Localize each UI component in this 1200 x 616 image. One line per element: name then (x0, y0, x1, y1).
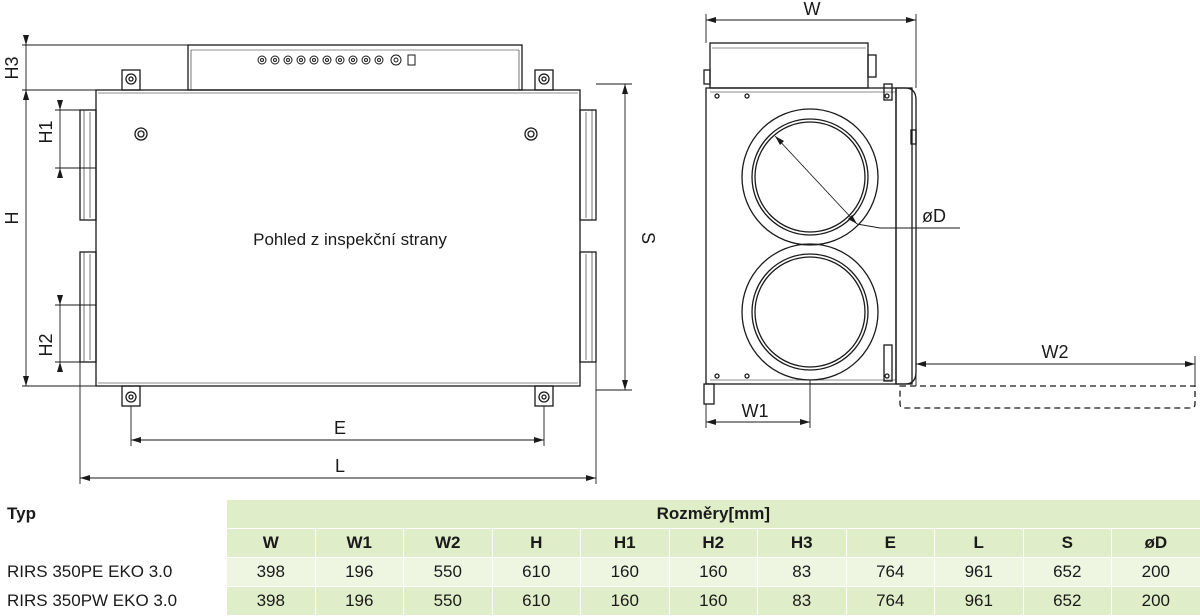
duct-connections (742, 109, 878, 380)
column-header: S (1023, 529, 1112, 558)
table-row: RIRS 350PE EKO 3.0 398 196 550 610 160 1… (1, 558, 1200, 587)
table-cell: 610 (492, 558, 581, 587)
column-header: H1 (581, 529, 670, 558)
dim-label-h2: H2 (36, 333, 56, 356)
front-dimension-lines (22, 35, 632, 484)
side-view (704, 43, 1195, 408)
table-group-header-row: Typ Rozměry[mm] (1, 500, 1200, 529)
type-column-header: Typ (1, 500, 227, 558)
table-cell: 160 (669, 587, 758, 616)
column-header: L (935, 529, 1024, 558)
column-header: H3 (758, 529, 847, 558)
table-cell: 652 (1023, 587, 1112, 616)
front-view (80, 45, 596, 406)
right-spigots (580, 110, 596, 362)
table-cell: 160 (581, 587, 670, 616)
table-cell: 550 (404, 587, 493, 616)
control-box (188, 45, 522, 90)
dim-label-w: W (804, 0, 821, 19)
cable-glands (258, 55, 415, 65)
column-header: øD (1112, 529, 1200, 558)
dim-label-h3: H3 (2, 56, 22, 79)
dim-label-w2: W2 (1042, 342, 1069, 362)
dim-label-e: E (334, 418, 346, 438)
table-cell: 200 (1112, 558, 1200, 587)
left-spigots (80, 110, 96, 362)
table-cell: 961 (935, 558, 1024, 587)
dim-label-h: H (2, 212, 22, 225)
table-cell: 196 (315, 558, 404, 587)
side-dimension-lines (706, 14, 1195, 428)
model-name: RIRS 350PE EKO 3.0 (1, 558, 227, 587)
dim-label-h1: H1 (36, 120, 56, 143)
table-cell: 196 (315, 587, 404, 616)
table-cell: 764 (846, 587, 935, 616)
dim-label-s: S (638, 232, 658, 244)
table-cell: 610 (492, 587, 581, 616)
model-name: RIRS 350PW EKO 3.0 (1, 587, 227, 616)
column-header: H2 (669, 529, 758, 558)
dim-label-w1: W1 (742, 401, 769, 421)
table-cell: 160 (581, 558, 670, 587)
table-cell: 398 (227, 558, 316, 587)
table-cell: 160 (669, 558, 758, 587)
table-cell: 398 (227, 587, 316, 616)
technical-drawing: H3 H H1 H2 S E L W W1 W2 øD Pohled z ins… (0, 0, 1200, 500)
table-cell: 764 (846, 558, 935, 587)
column-header: W (227, 529, 316, 558)
table-row: RIRS 350PW EKO 3.0 398 196 550 610 160 1… (1, 587, 1200, 616)
table-cell: 961 (935, 587, 1024, 616)
table-cell: 200 (1112, 587, 1200, 616)
dim-label-diameter: øD (922, 206, 946, 226)
column-header: H (492, 529, 581, 558)
side-body (706, 88, 912, 384)
arrowheads (23, 17, 1195, 481)
column-header: E (846, 529, 935, 558)
table-cell: 652 (1023, 558, 1112, 587)
dim-label-l: L (335, 456, 345, 476)
dimensions-table: Typ Rozměry[mm] W W1 W2 H H1 H2 H3 E L S… (0, 499, 1200, 616)
table-cell: 83 (758, 587, 847, 616)
table-cell: 83 (758, 558, 847, 587)
column-header: W2 (404, 529, 493, 558)
view-caption: Pohled z inspekční strany (253, 230, 447, 249)
table-cell: 550 (404, 558, 493, 587)
dimensions-group-header: Rozměry[mm] (227, 500, 1200, 529)
column-header: W1 (315, 529, 404, 558)
